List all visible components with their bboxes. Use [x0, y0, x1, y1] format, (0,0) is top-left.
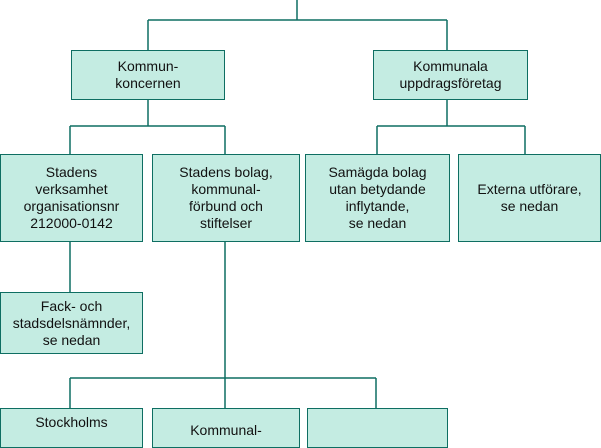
node-fack-och-stadsdelsnamnder: Fack- och stadsdelsnämnder, se nedan	[0, 292, 143, 354]
node-stadens-bolag: Stadens bolag, kommunal- förbund och sti…	[152, 154, 300, 242]
node-kommunkoncernen: Kommun- koncernen	[71, 50, 225, 100]
node-externa-utforare: Externa utförare, se nedan	[458, 154, 601, 242]
node-label: Samägda bolag utan betydande inflytande,…	[328, 164, 427, 231]
node-stockholms: Stockholms	[0, 408, 143, 448]
node-stadens-verksamhet: Stadens verksamhet organisationsnr 21200…	[0, 154, 143, 242]
connector-lines	[69, 0, 526, 408]
node-kommunala-uppdragsforetag: Kommunala uppdragsföretag	[373, 50, 528, 100]
node-label: Stockholms	[35, 414, 108, 430]
node-label: Kommunala uppdragsföretag	[399, 58, 502, 91]
node-label: Kommunal-	[190, 422, 262, 438]
node-samagda-bolag: Samägda bolag utan betydande inflytande,…	[305, 154, 450, 242]
node-label: Stadens bolag, kommunal- förbund och sti…	[179, 164, 273, 231]
node-empty	[307, 408, 448, 448]
node-kommunal: Kommunal-	[152, 408, 300, 448]
node-label: Stadens verksamhet organisationsnr 21200…	[23, 164, 120, 231]
node-label: Kommun- koncernen	[115, 58, 181, 91]
node-label: Externa utförare, se nedan	[477, 181, 582, 214]
node-label: Fack- och stadsdelsnämnder, se nedan	[12, 297, 131, 348]
